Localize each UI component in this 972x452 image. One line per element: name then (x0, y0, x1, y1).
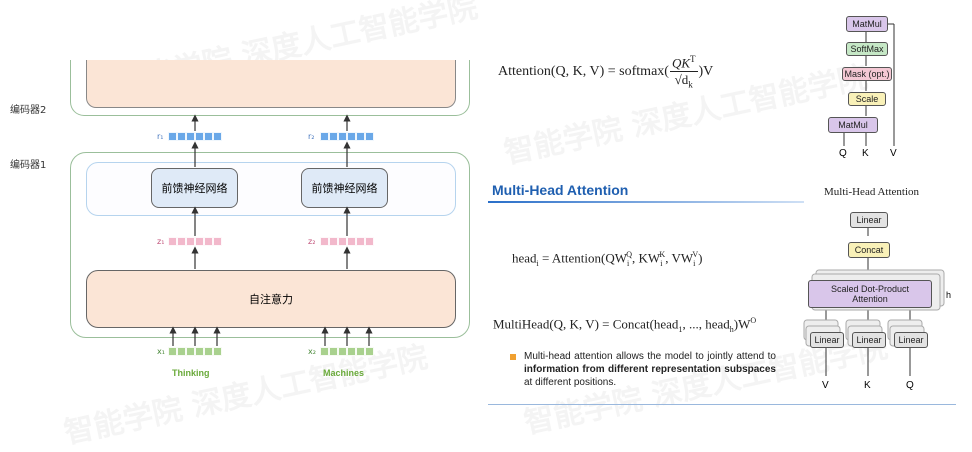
mha-q: Q (906, 380, 914, 391)
sdpa-matmul-bottom: MatMul (828, 117, 878, 133)
mha-linear-top: Linear (850, 212, 888, 228)
mha-sdpa: Scaled Dot-Product Attention (808, 280, 932, 308)
mha-linear-k: Linear (852, 332, 886, 348)
mha-diagram: Multi-Head Attention Linear Concat Scale… (800, 180, 970, 400)
encoder-arrows (169, 114, 373, 346)
fraction-numerator: QKT (669, 54, 698, 73)
ffn2-box: 前馈神经网络 (301, 168, 388, 208)
sdpa-mask: Mask (opt.) (842, 67, 892, 81)
encoder2-label: 编码器2 (10, 105, 47, 116)
ffn-container (86, 162, 456, 216)
attention-rhs: )V (698, 64, 714, 79)
sdpa-scale: Scale (848, 92, 886, 106)
mha-concat: Concat (848, 242, 890, 258)
self-attention-box: 自注意力 (86, 270, 456, 328)
r1-vector (168, 132, 222, 141)
sdpa-softmax: SoftMax (846, 42, 888, 56)
encoder2-block (70, 60, 470, 116)
mha-title: Multi-Head Attention (492, 182, 629, 198)
sdpa-q: Q (839, 148, 847, 159)
bullet-square (510, 354, 516, 360)
sdpa-k: K (862, 148, 869, 159)
sdpa-diagram: MatMul SoftMax Mask (opt.) Scale MatMul … (810, 8, 920, 163)
x2-label: x₂ (308, 347, 316, 356)
mha-diagram-title: Multi-Head Attention (824, 186, 920, 198)
word-machines: Machines (323, 368, 365, 378)
head-formula: headi = Attention(QWiQ, KWiK, VWiV) (512, 250, 703, 268)
attention-lhs: Attention(Q, K, V) = softmax( (498, 64, 669, 79)
sdpa-arrows (843, 23, 895, 146)
encoder1-block (70, 152, 470, 338)
bottom-rule (488, 404, 956, 405)
z1-vector (168, 237, 222, 246)
sdpa-v: V (890, 148, 897, 159)
mha-k: K (864, 380, 871, 391)
r1-label: r₁ (157, 132, 164, 141)
fraction-denominator: √dk (674, 72, 693, 90)
r2-vector (320, 132, 374, 141)
z2-label: z₂ (308, 237, 316, 246)
attention-formula: Attention(Q, K, V) = softmax( QKT √dk )V (498, 52, 713, 92)
bullet-text: Multi-head attention allows the model to… (524, 351, 776, 388)
encoder1-label: 编码器1 (10, 160, 47, 171)
mha-linear-q: Linear (894, 332, 928, 348)
encoder-diagram: 编码器2 r₁ r₂ 编码器1 前馈神经网络 前馈神经网络 z₁ z₂ 自注意力… (0, 0, 480, 418)
z2-vector (320, 237, 374, 246)
mha-v: V (822, 380, 829, 391)
mha-h-label: h (946, 290, 952, 300)
ffn1-box: 前馈神经网络 (151, 168, 238, 208)
x1-vector (168, 347, 222, 356)
r2-label: r₂ (308, 132, 315, 141)
encoder2-inner (86, 60, 456, 108)
x2-vector (320, 347, 374, 356)
z1-label: z₁ (157, 237, 165, 246)
mha-title-underline (488, 201, 804, 203)
sdpa-matmul-top: MatMul (846, 16, 888, 32)
multihead-formula: MultiHead(Q, K, V) = Concat(head1, ..., … (493, 316, 757, 334)
attention-fraction: QKT √dk (669, 54, 698, 90)
x1-label: x₁ (157, 347, 165, 356)
mha-linear-v: Linear (810, 332, 844, 348)
word-thinking: Thinking (172, 368, 210, 378)
